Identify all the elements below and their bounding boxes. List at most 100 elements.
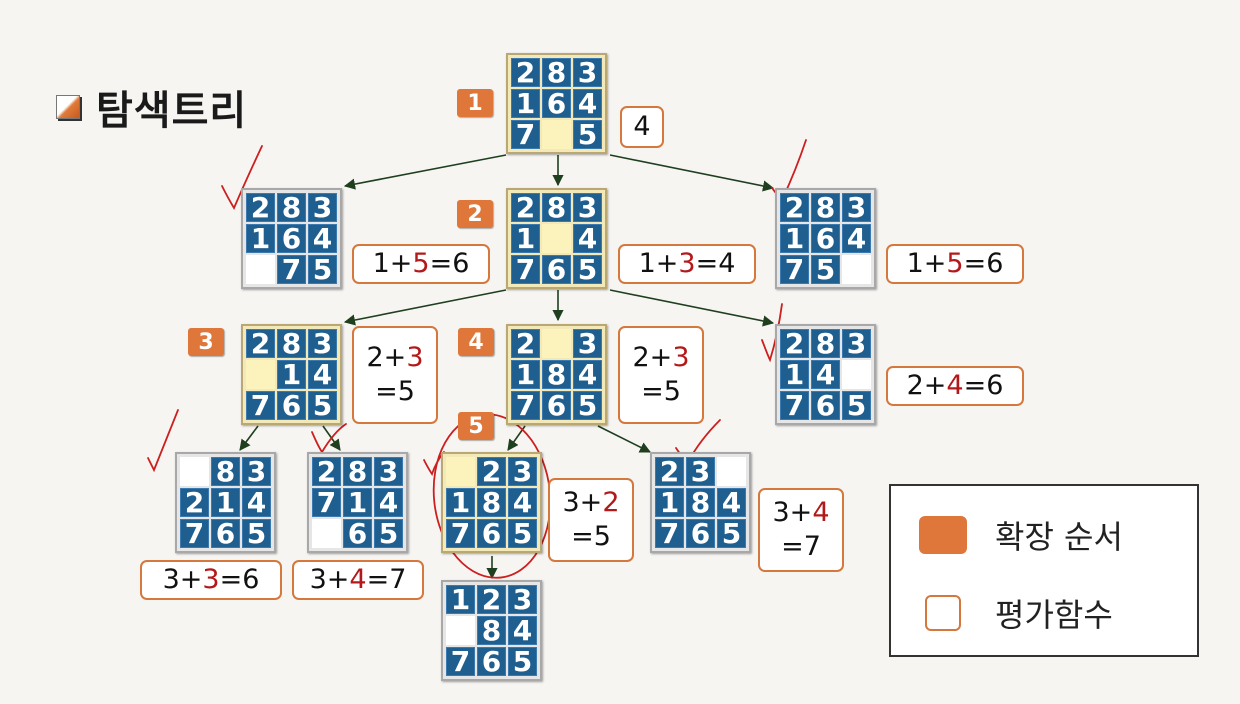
puzzle-tile: 5 bbox=[717, 519, 746, 548]
edge-n1-n2a bbox=[343, 154, 507, 190]
puzzle-tile: 6 bbox=[542, 89, 571, 118]
eval-heuristic: 4 bbox=[349, 564, 367, 596]
puzzle-tile: 3 bbox=[308, 329, 337, 358]
edge-n2-n3c bbox=[609, 289, 775, 327]
puzzle-tile: 1 bbox=[446, 488, 475, 517]
puzzle-tile: 3 bbox=[842, 329, 871, 358]
puzzle-tile: 1 bbox=[446, 585, 475, 614]
eval-line-2: =5 bbox=[375, 375, 415, 409]
blank-tile bbox=[542, 224, 571, 253]
puzzle-tile: 1 bbox=[343, 488, 372, 517]
blank-tile bbox=[246, 360, 275, 389]
puzzle-tile: 5 bbox=[573, 120, 602, 149]
puzzle-tile: 5 bbox=[308, 255, 337, 284]
eval-depth: 2+ bbox=[632, 342, 673, 374]
eval-depth: 3+ bbox=[162, 564, 203, 596]
puzzle-tile: 2 bbox=[477, 457, 506, 486]
puzzle-tile: 8 bbox=[542, 58, 571, 87]
check-mark-annotation bbox=[761, 303, 783, 363]
order-badge-5: 5 bbox=[458, 412, 494, 440]
puzzle-tile: 3 bbox=[374, 457, 403, 486]
blank-tile bbox=[542, 120, 571, 149]
blank-tile bbox=[312, 519, 341, 548]
puzzle-tile: 8 bbox=[477, 488, 506, 517]
eval-total: =7 bbox=[781, 531, 821, 562]
order-badge-2: 2 bbox=[457, 200, 493, 228]
puzzle-tile: 3 bbox=[508, 585, 537, 614]
order-badge-1: 1 bbox=[457, 89, 493, 117]
puzzle-tile: 3 bbox=[508, 457, 537, 486]
puzzle-tile: 1 bbox=[511, 89, 540, 118]
legend-eval-label: 평가함수 bbox=[995, 596, 1113, 634]
eval-depth: 3+ bbox=[772, 497, 813, 529]
eval-value: 4 bbox=[633, 111, 651, 143]
eval-box-n6b: 3+4=7 bbox=[292, 560, 424, 600]
orange-swatch-icon bbox=[919, 516, 967, 554]
eval-heuristic: 4 bbox=[946, 370, 964, 402]
puzzle-tile: 6 bbox=[211, 519, 240, 548]
puzzle-tile: 6 bbox=[542, 255, 571, 284]
eval-heuristic: 3 bbox=[202, 564, 220, 596]
blank-tile bbox=[180, 457, 209, 486]
check-mark-annotation bbox=[147, 409, 179, 473]
puzzle-tile: 2 bbox=[511, 329, 540, 358]
puzzle-tile: 4 bbox=[573, 360, 602, 389]
puzzle-tile: 8 bbox=[277, 193, 306, 222]
eval-total: =5 bbox=[571, 521, 611, 552]
puzzle-tile: 1 bbox=[277, 360, 306, 389]
puzzle-tile: 5 bbox=[242, 519, 271, 548]
blank-tile bbox=[446, 616, 475, 645]
puzzle-tile: 4 bbox=[811, 360, 840, 389]
puzzle-tile: 2 bbox=[180, 488, 209, 517]
bullet-icon bbox=[56, 95, 80, 119]
puzzle-tile: 2 bbox=[312, 457, 341, 486]
edge-n4-n6d bbox=[597, 425, 652, 453]
puzzle-tile: 1 bbox=[211, 488, 240, 517]
eval-total: =6 bbox=[963, 370, 1004, 402]
legend-row-eval: 평가함수 bbox=[919, 590, 1113, 636]
eval-line-2: =5 bbox=[641, 375, 681, 409]
eval-heuristic: 3 bbox=[406, 342, 424, 374]
puzzle-tile: 2 bbox=[511, 58, 540, 87]
eval-line-1: 2+3 bbox=[633, 341, 690, 375]
eval-total: =4 bbox=[695, 248, 736, 280]
puzzle-tile: 7 bbox=[180, 519, 209, 548]
eval-depth: 1+ bbox=[372, 248, 413, 280]
puzzle-tile: 7 bbox=[511, 391, 540, 420]
edge-n3-n6a bbox=[239, 425, 259, 451]
puzzle-tile: 1 bbox=[655, 488, 684, 517]
eval-total: =5 bbox=[375, 376, 415, 407]
eval-total: =6 bbox=[429, 248, 470, 280]
eval-depth: 1+ bbox=[638, 248, 679, 280]
eval-depth: 2+ bbox=[366, 342, 407, 374]
puzzle-tile: 8 bbox=[811, 193, 840, 222]
puzzle-tile: 5 bbox=[842, 391, 871, 420]
slide-title: 탐색트리 bbox=[56, 84, 247, 134]
eval-heuristic: 5 bbox=[412, 248, 430, 280]
blank-tile bbox=[717, 457, 746, 486]
eval-box-n6a: 3+3=6 bbox=[140, 560, 282, 600]
puzzle-tile: 8 bbox=[477, 616, 506, 645]
order-badge-4: 4 bbox=[458, 328, 494, 356]
puzzle-tile: 7 bbox=[246, 391, 275, 420]
eval-box-n1: 4 bbox=[620, 106, 664, 148]
puzzle-tile: 6 bbox=[686, 519, 715, 548]
puzzle-tile: 4 bbox=[717, 488, 746, 517]
eval-box-n2a: 1+5=6 bbox=[352, 244, 490, 284]
puzzle-tile: 2 bbox=[477, 585, 506, 614]
eval-total: =6 bbox=[219, 564, 260, 596]
eval-heuristic: 4 bbox=[812, 497, 830, 529]
order-badge-3: 3 bbox=[188, 328, 224, 356]
puzzle-tile: 2 bbox=[246, 193, 275, 222]
puzzle-tile: 4 bbox=[308, 224, 337, 253]
puzzle-tile: 5 bbox=[374, 519, 403, 548]
puzzle-tile: 5 bbox=[508, 519, 537, 548]
check-mark-annotation bbox=[221, 145, 263, 210]
puzzle-tile: 1 bbox=[246, 224, 275, 253]
puzzle-tile: 7 bbox=[511, 120, 540, 149]
